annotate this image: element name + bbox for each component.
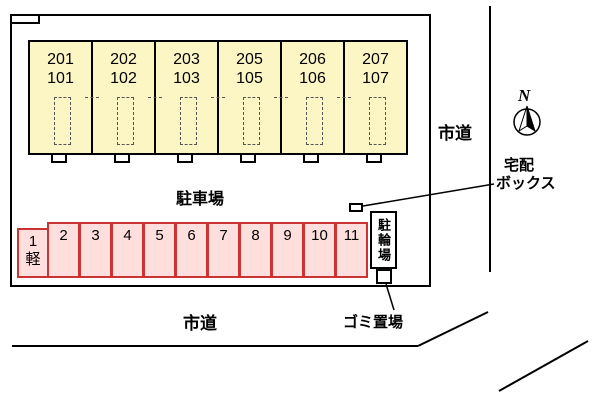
entry-step: [51, 153, 67, 163]
parking-space-4: 4: [111, 222, 144, 278]
unit-entry-outline: [243, 97, 260, 145]
unit-number-upper: 205: [236, 51, 263, 68]
building-unit-6: 207 107: [343, 40, 408, 155]
unit-number-lower: 102: [110, 70, 137, 87]
building-unit-1: 201 101: [28, 40, 93, 155]
unit-number-upper: 201: [47, 51, 74, 68]
unit-number-upper: 202: [110, 51, 137, 68]
building-unit-2: 202 102: [91, 40, 156, 155]
parking-space-1: 1 軽: [17, 228, 49, 278]
partition-dash: [211, 97, 225, 98]
entry-step: [240, 153, 256, 163]
parking-space-number: 1: [28, 233, 38, 250]
parking-space-7: 7: [207, 222, 240, 278]
building-unit-3: 203 103: [154, 40, 219, 155]
unit-number-upper: 203: [173, 51, 200, 68]
compass-icon: [513, 105, 541, 136]
unit-number-upper: 207: [362, 51, 389, 68]
unit-number-lower: 103: [173, 70, 200, 87]
parking-space-8: 8: [239, 222, 272, 278]
garbage-area-leader-line: [385, 283, 395, 311]
road-edge-corner: [498, 340, 589, 392]
garbage-area-box: [376, 269, 392, 284]
entry-step: [303, 153, 319, 163]
partition-dash: [85, 97, 99, 98]
entry-step: [366, 153, 382, 163]
unit-number-lower: 101: [47, 70, 74, 87]
partition-dash: [337, 97, 351, 98]
unit-entry-outline: [180, 97, 197, 145]
parking-space-5: 5: [143, 222, 176, 278]
parking-space-10: 10: [303, 222, 336, 278]
delivery-box-label-line2: ボックス: [496, 175, 556, 192]
compass-north-label: N: [518, 86, 531, 105]
garbage-area-label: ゴミ置場: [343, 314, 404, 331]
unit-number-lower: 105: [236, 70, 263, 87]
unit-number-lower: 107: [362, 70, 389, 87]
bicycle-parking-box: 駐輪場: [370, 211, 397, 269]
partition-dash: [148, 97, 162, 98]
road-label-bottom: 市道: [183, 314, 217, 333]
delivery-box-leader-line: [362, 183, 495, 207]
building-unit-4: 205 105: [217, 40, 282, 155]
partition-dash: [274, 97, 288, 98]
parking-space-6: 6: [175, 222, 208, 278]
unit-entry-outline: [306, 97, 323, 145]
entry-step: [114, 153, 130, 163]
delivery-box-label-line1: 宅配: [504, 157, 535, 174]
property-boundary: [10, 14, 431, 287]
parking-lot-label: 駐車場: [175, 191, 224, 208]
delivery-box: [349, 203, 363, 212]
parking-space-2: 2: [47, 222, 80, 278]
unit-number-upper: 206: [299, 51, 326, 68]
parking-space-11: 11: [335, 222, 368, 278]
unit-entry-outline: [369, 97, 386, 145]
boundary-notch: [10, 14, 40, 24]
road-edge-bottom-diagonal: [417, 311, 489, 347]
road-label-right: 市道: [438, 124, 472, 143]
parking-space-note: 軽: [25, 251, 41, 268]
unit-number-lower: 106: [299, 70, 326, 87]
parking-space-3: 3: [79, 222, 112, 278]
unit-entry-outline: [117, 97, 134, 145]
unit-entry-outline: [54, 97, 71, 145]
parking-space-9: 9: [271, 222, 304, 278]
building-unit-5: 206 106: [280, 40, 345, 155]
entry-step: [177, 153, 193, 163]
